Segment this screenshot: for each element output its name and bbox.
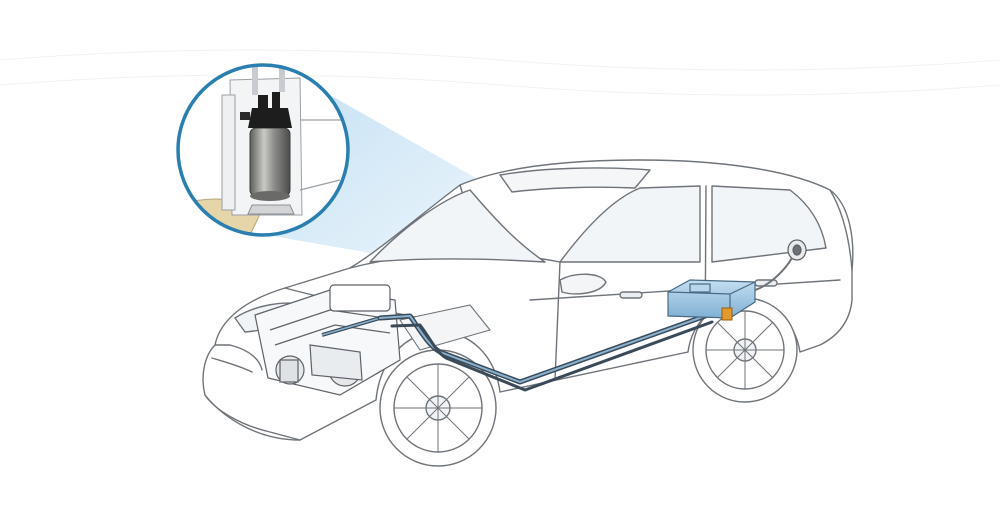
- transmission: [399, 304, 491, 351]
- fuel-line: [377, 312, 714, 392]
- fuel-filter: [721, 307, 733, 321]
- engine: [254, 284, 401, 396]
- fuel-filler-cap: [787, 239, 807, 261]
- background-watermark: [0, 49, 1000, 96]
- fuel-rail: [321, 316, 381, 337]
- fuel-tank: [667, 279, 756, 319]
- rear-wheel: [692, 297, 798, 403]
- front-wheel: [379, 349, 497, 467]
- filler-neck: [754, 257, 793, 291]
- fuel-pump-callout: [176, 63, 350, 237]
